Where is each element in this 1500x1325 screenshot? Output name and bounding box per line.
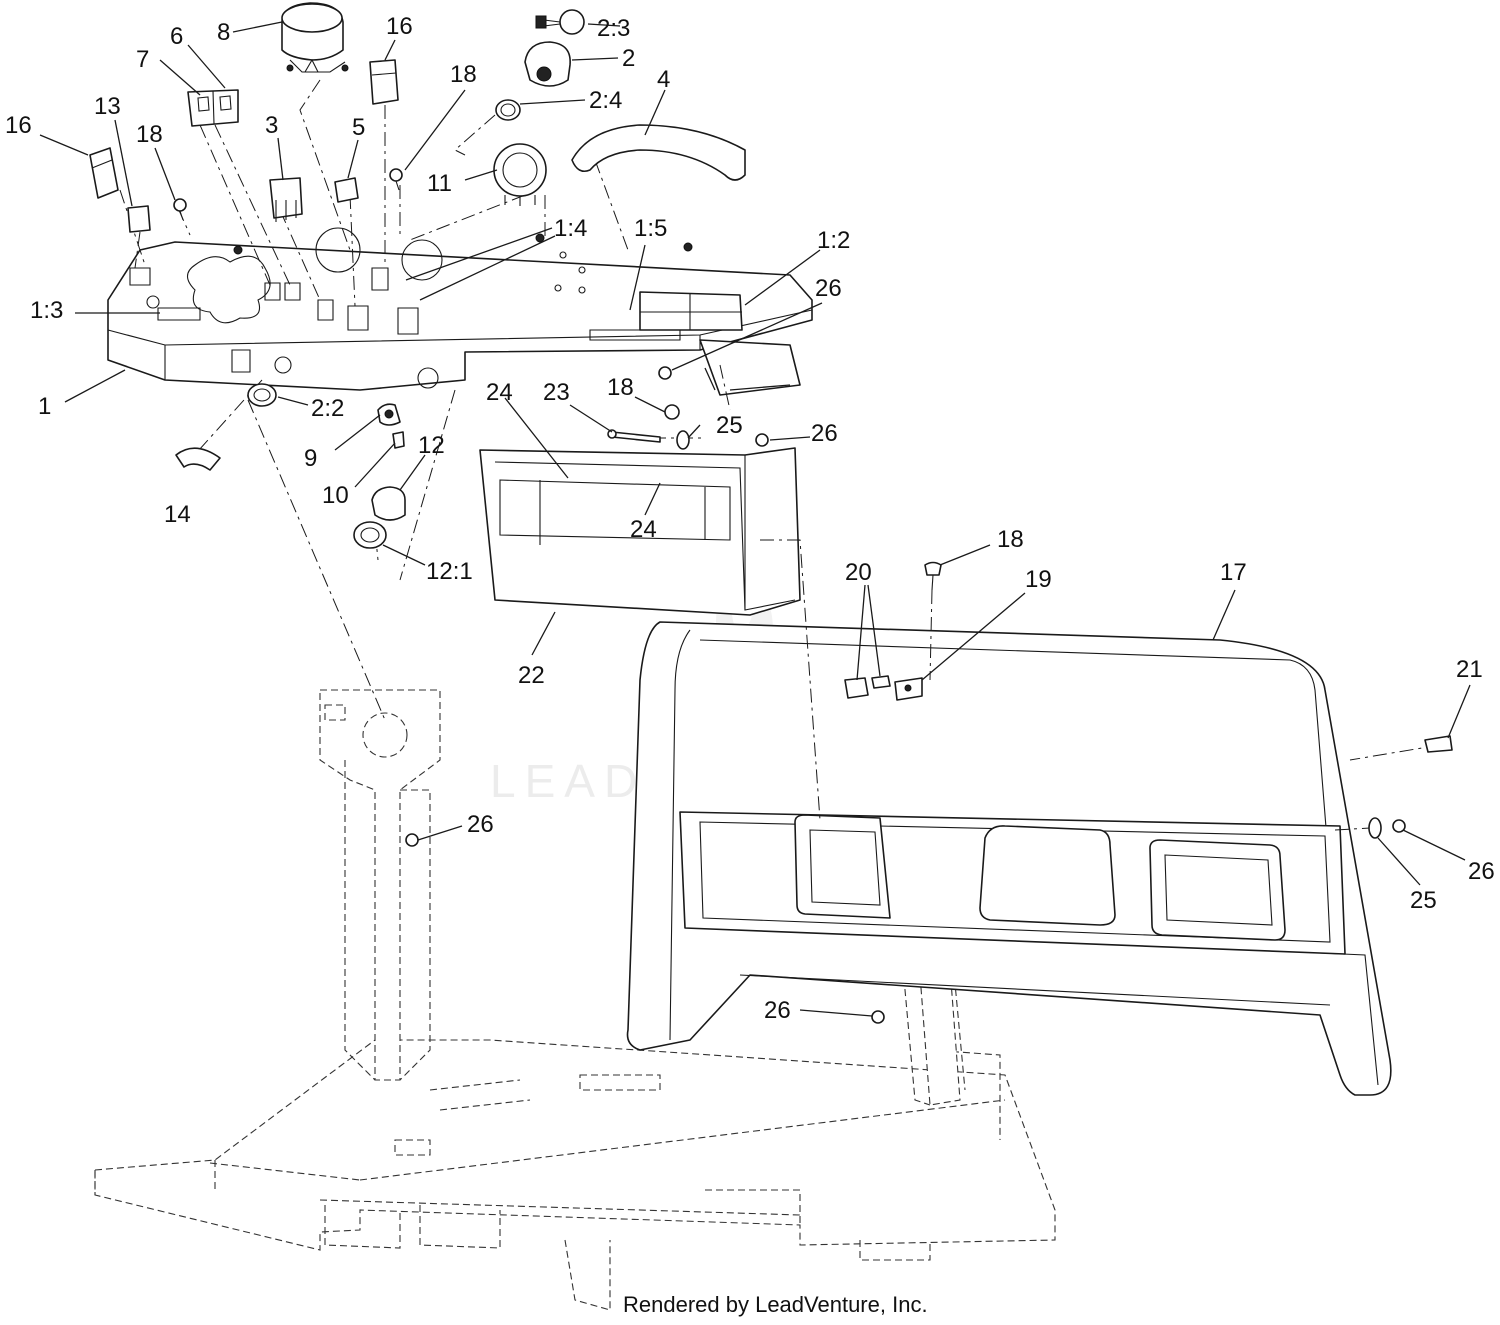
callout-25-right: 25 [1410,887,1437,914]
steering-bracket-box [479,447,801,616]
callout-23: 23 [543,379,570,406]
nut-26 [405,366,1406,1024]
callout-18: 18 [450,61,477,88]
callout-labels: 8 16 2:3 2 2:4 4 6 7 18 11 16 13 18 3 5 … [5,13,1495,1024]
part-16-switch-top [369,59,399,105]
callout-1: 1 [38,393,51,420]
leader-lines [39,21,1471,1017]
callout-25: 25 [716,412,743,439]
part-14-grommet [175,447,221,471]
callout-2-2: 2:2 [311,395,344,422]
part-2-3-key [535,9,585,35]
callout-4: 4 [657,66,670,93]
callout-24-lower: 24 [630,516,657,543]
callout-1-3: 1:3 [30,297,63,324]
callout-24: 24 [486,379,513,406]
part-2-ignition-switch [524,41,571,87]
base-frame [94,1039,1056,1311]
part-16-switch-left [89,147,119,199]
part-8-hour-meter [281,2,349,73]
part-11-gauge [493,143,547,206]
washer-25-right [1368,817,1382,839]
callout-22: 22 [518,662,545,689]
callout-13: 13 [94,93,121,120]
part-13-plug [127,205,151,233]
part-19-20-clips [844,675,923,701]
callout-21: 21 [1456,656,1483,683]
callout-19: 19 [1025,566,1052,593]
callout-20: 20 [845,559,872,586]
callout-17: 17 [1220,559,1247,586]
dash-panel [107,227,813,396]
part-2-2-nut [247,383,277,407]
callout-26: 26 [815,275,842,302]
part-12-1-bezel [353,521,387,549]
callout-8: 8 [217,19,230,46]
callout-3: 3 [265,112,278,139]
callout-26-mid: 26 [811,420,838,447]
callout-2-4: 2:4 [589,87,622,114]
bolt-21 [1424,735,1453,753]
callout-18-mid: 18 [607,374,634,401]
callout-26-right: 26 [1468,858,1495,885]
callout-5: 5 [352,114,365,141]
callout-1-4: 1:4 [554,215,587,242]
callout-11: 11 [427,170,452,197]
callout-9: 9 [304,445,317,472]
callout-14: 14 [164,501,191,528]
callout-18-left: 18 [136,121,163,148]
callout-7: 7 [136,46,149,73]
part-3-relay [269,177,303,222]
part-9-10-fittings [377,403,405,449]
left-upright-post [319,689,441,1081]
dash-shroud [626,621,1392,1096]
part-2-4-ring [495,99,521,121]
washer-25 [676,430,690,450]
callout-16: 16 [386,13,413,40]
callout-12: 12 [418,432,445,459]
callout-16-left: 16 [5,112,32,139]
callout-26-bottom: 26 [764,997,791,1024]
part-6-7-rocker-switches [187,89,239,127]
part-12-knob [371,486,406,521]
callout-2-3: 2:3 [597,15,630,42]
part-4-handle [571,124,746,181]
part-23-pin [607,429,661,443]
footer-credit: Rendered by LeadVenture, Inc. [623,1292,928,1317]
callout-12-1: 12:1 [426,558,473,585]
callout-1-5: 1:5 [634,215,667,242]
screw-18 [173,168,942,591]
callout-18-right: 18 [997,526,1024,553]
part-5-cover [334,177,359,203]
callout-26-left: 26 [467,811,494,838]
callout-1-2: 1:2 [817,227,850,254]
callout-10: 10 [322,482,349,509]
callout-2: 2 [622,45,635,72]
callout-6: 6 [170,23,183,50]
